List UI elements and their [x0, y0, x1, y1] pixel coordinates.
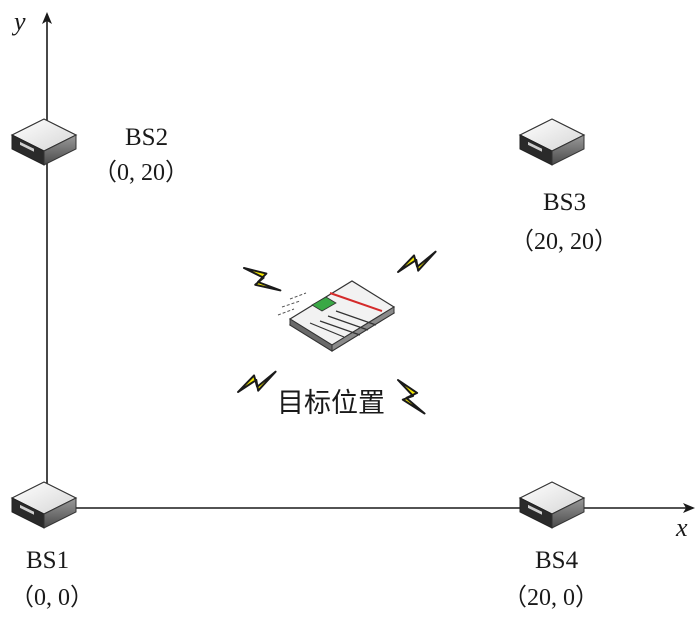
- router-icon: [519, 481, 585, 529]
- lightning-icon: [389, 379, 434, 415]
- bs1-name: BS1: [26, 547, 69, 574]
- y-axis-label: y: [11, 7, 26, 36]
- bs4-name: BS4: [535, 547, 579, 574]
- router-icon: [11, 118, 77, 166]
- lightning-icon: [397, 239, 437, 285]
- bs2-coord: （0, 20）: [93, 160, 189, 186]
- target-label: 目标位置: [277, 388, 385, 419]
- newspaper-icon: [277, 280, 396, 352]
- bs3-coord: （20, 20）: [510, 229, 618, 255]
- router-icon: [519, 118, 585, 166]
- bs2-name: BS2: [125, 124, 168, 151]
- lightning-icon: [243, 267, 282, 292]
- bs3-name: BS3: [543, 189, 586, 216]
- lightning-icon: [237, 359, 277, 405]
- bs4-coord: （20, 0）: [503, 585, 599, 611]
- bs1-coord: （0, 0）: [10, 585, 94, 611]
- x-axis-label: x: [675, 513, 688, 542]
- router-icon: [11, 481, 77, 529]
